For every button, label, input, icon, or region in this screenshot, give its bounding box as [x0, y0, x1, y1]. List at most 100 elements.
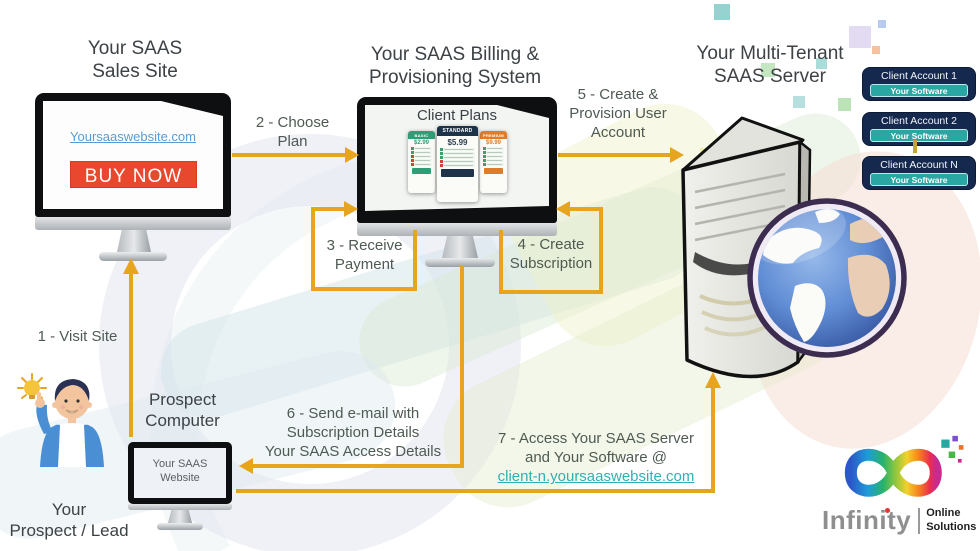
sales-monitor-bezel: Yoursaaswebsite.com BUY NOW [35, 93, 231, 217]
client-account-label: Client Account 2 [881, 115, 957, 127]
billing-monitor-stand [442, 236, 478, 258]
brand-name: Infinity [822, 505, 911, 536]
prospect-computer-label-line1: Prospect [148, 390, 217, 409]
saas-server-illustration [681, 116, 907, 379]
plan-feature [411, 159, 432, 162]
your-software-badge: Your Software [870, 84, 968, 97]
plan-feature [411, 147, 432, 150]
plan-name: PREMIUM [480, 131, 507, 139]
step2-label: 2 - Choose Plan [240, 113, 345, 151]
plan-feature [483, 151, 504, 154]
sales-monitor-stand [117, 230, 151, 252]
globe-icon [747, 198, 907, 358]
prospect-monitor-stand [168, 510, 192, 523]
prospect-label-line2: Prospect / Lead [9, 521, 129, 541]
server-title-line1: Your Multi-Tenant [696, 43, 844, 64]
person-arm [36, 404, 53, 434]
step5-line2: Provision User [569, 105, 667, 123]
sales-monitor-chin [35, 217, 231, 230]
infinity-logo-text: Infinity Online Solutions [822, 505, 976, 536]
client-account-label: Client Account 1 [881, 70, 957, 82]
screen-glare-bottom [365, 206, 549, 215]
step7-line1: 7 - Access Your SAAS Server [498, 430, 694, 447]
client-account-label: Client Account N [880, 159, 958, 171]
plan-feature [411, 155, 432, 158]
billing-monitor-bezel: Client Plans BASIC $2.99 STANDARD $5.99 [357, 97, 557, 223]
brand-tagline: Online Solutions [926, 507, 976, 533]
your-software-badge: Your Software [870, 129, 968, 142]
plan-name: BASIC [408, 131, 435, 139]
sales-monitor-base [99, 252, 167, 261]
client-account-1: Client Account 1 Your Software [862, 67, 976, 101]
step1-label: 1 - Visit Site [20, 327, 135, 346]
sales-site-link[interactable]: Yoursaaswebsite.com [70, 129, 196, 144]
person-shirt [52, 423, 92, 467]
plan-card-standard[interactable]: STANDARD $5.99 [437, 126, 478, 202]
plan-feature [483, 147, 504, 150]
step2-line1: 2 - Choose [255, 114, 330, 131]
billing-title-line2: Provisioning System [368, 66, 542, 88]
plan-feature [483, 159, 504, 162]
sales-site-title-line2: Sales Site [92, 60, 178, 82]
plan-price: $9.99 [485, 140, 501, 146]
prospect-computer-label: Prospect Computer [125, 389, 240, 432]
plan-feature [440, 160, 475, 163]
step7-line2: and Your Software @ [525, 449, 667, 467]
billing-monitor-screen: Client Plans BASIC $2.99 STANDARD $5.99 [365, 105, 549, 215]
step3-line2: Payment [334, 256, 395, 274]
sales-monitor-screen: Yoursaaswebsite.com BUY NOW [43, 101, 223, 209]
plan-feature [440, 148, 475, 151]
step6-line3: Your SAAS Access Details [264, 443, 442, 461]
prospect-screen-line2: Website [160, 472, 200, 485]
step5-label: 5 - Create & Provision User Account [553, 85, 683, 143]
step1-text: 1 - Visit Site [37, 328, 118, 345]
plan-price: $5.99 [447, 137, 468, 147]
infinity-logo-mark [844, 435, 964, 497]
plan-feature [483, 163, 504, 166]
logo-pixel-squares [941, 435, 964, 463]
sales-site-title-line1: Your SAAS [87, 38, 183, 59]
step4-line1: 4 - Create [517, 236, 585, 253]
server-title: Your Multi-Tenant SAAS Server [665, 43, 875, 89]
prospect-screen-line1: Your SAAS [152, 458, 208, 470]
step4-label: 4 - Create Subscription [503, 235, 599, 273]
brand-tagline-line2: Solutions [926, 520, 977, 533]
plan-feature [483, 155, 504, 158]
step6-line1: 6 - Send e-mail with [286, 405, 420, 422]
buy-now-button[interactable]: BUY NOW [70, 161, 197, 188]
person-jacket-right [84, 424, 104, 467]
step2-line2: Plan [277, 133, 308, 151]
step6-label: 6 - Send e-mail with Subscription Detail… [243, 404, 463, 462]
step5-line3: Account [590, 124, 646, 142]
plan-feature [440, 152, 475, 155]
plan-card-premium[interactable]: PREMIUM $9.99 [480, 131, 507, 193]
prospect-person-illustration [17, 373, 104, 467]
plan-price: $2.99 [413, 140, 429, 146]
step7-label: 7 - Access Your SAAS Server and Your Sof… [480, 429, 712, 487]
client-account-2: Client Account 2 Your Software [862, 112, 976, 146]
prospect-label: Your Prospect / Lead [0, 499, 138, 542]
plan-select-button[interactable] [484, 168, 503, 174]
client-subdomain-link[interactable]: client-n.yoursaaswebsite.com [497, 468, 695, 486]
client-plans-title: Client Plans [416, 107, 498, 124]
prospect-monitor-bezel: Your SAAS Website [128, 442, 232, 504]
brand-divider [918, 507, 921, 534]
plan-select-button[interactable] [441, 169, 474, 177]
billing-title-line1: Your SAAS Billing & [370, 44, 540, 65]
screen-glare-wedge [161, 101, 223, 116]
plan-feature [411, 151, 432, 154]
prospect-monitor-base [157, 523, 203, 530]
your-software-badge: Your Software [870, 173, 968, 186]
step3-line1: 3 - Receive [326, 237, 403, 254]
step4-line2: Subscription [509, 255, 593, 273]
brand-red-dot [885, 508, 890, 513]
sales-site-title: Your SAAS Sales Site [40, 38, 230, 84]
plan-card-basic[interactable]: BASIC $2.99 [408, 131, 435, 193]
prospect-computer-label-line2: Computer [145, 411, 220, 431]
plan-select-button[interactable] [412, 168, 431, 174]
brand-name-text: Infinity [822, 505, 912, 535]
plan-feature [411, 163, 432, 166]
person-head [55, 385, 89, 419]
billing-monitor-base [425, 258, 495, 267]
